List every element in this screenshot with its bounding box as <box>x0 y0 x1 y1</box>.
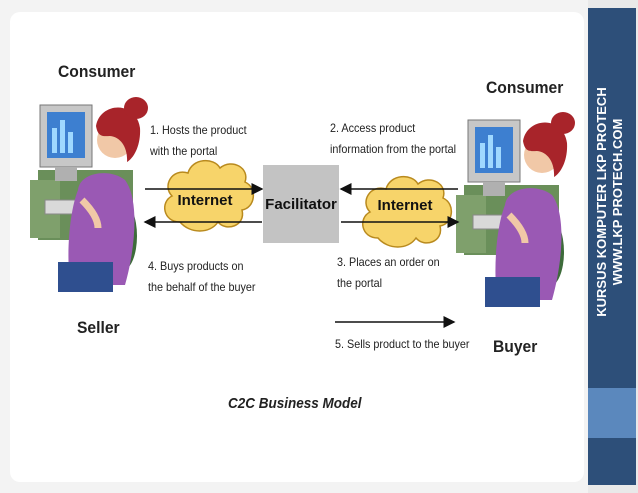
seller-label: Seller <box>77 318 120 337</box>
sidebar-line-1: KURSUS KOMPUTER LKP PROTECH <box>594 87 609 317</box>
sidebar-text: KURSUS KOMPUTER LKP PROTECH WWW.LKP PROT… <box>586 12 634 392</box>
step-4-label: 4. Buys products on the behalf of the bu… <box>148 259 256 294</box>
sidebar-line-2: WWW.LKP PROTECH.COM <box>610 118 625 286</box>
internet-cloud-left: Internet <box>164 160 254 232</box>
flow-arrows <box>143 183 460 328</box>
seller-person-icon <box>30 97 148 292</box>
buyer-label: Buyer <box>493 337 538 356</box>
buyer-person-icon <box>456 112 575 307</box>
step-2-label: 2. Access product information from the p… <box>330 121 457 156</box>
step-5-label: 5. Sells product to the buyer <box>335 337 470 351</box>
internet-cloud-right: Internet <box>362 176 452 248</box>
diagram-caption: C2C Business Model <box>228 395 362 412</box>
facilitator-box: Facilitator <box>263 165 339 243</box>
diagram-graphics: Internet Internet <box>30 97 575 328</box>
seller-consumer-label: Consumer <box>58 62 136 81</box>
sidebar-accent-block <box>588 388 636 438</box>
step-3-label: 3. Places an order on the portal <box>337 255 440 290</box>
sidebar-banner: KURSUS KOMPUTER LKP PROTECH WWW.LKP PROT… <box>588 8 636 485</box>
buyer-consumer-label: Consumer <box>486 78 564 97</box>
internet-left-label: Internet <box>177 192 232 209</box>
step-1-label: 1. Hosts the product with the portal <box>150 123 247 158</box>
internet-right-label: Internet <box>377 197 432 214</box>
